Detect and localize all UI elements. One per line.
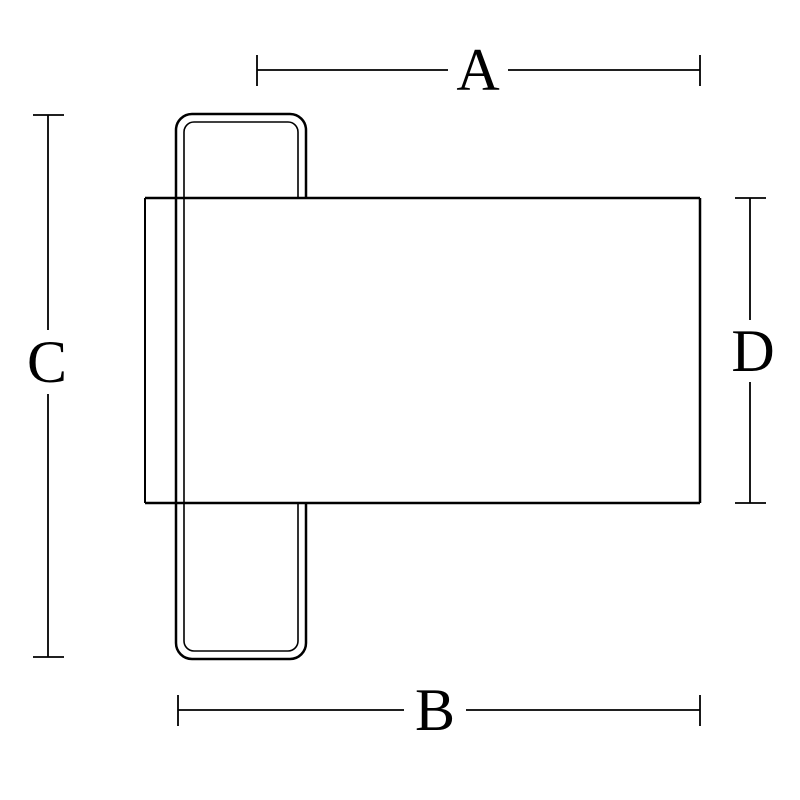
dimension-c-label-gap bbox=[39, 330, 57, 394]
body-face bbox=[256, 199, 700, 502]
dimension-b-label-gap bbox=[404, 701, 466, 719]
part-outline bbox=[144, 112, 702, 661]
dimension-a: A bbox=[256, 37, 701, 103]
dimension-b-label: B bbox=[415, 677, 455, 743]
dimension-d-label-gap bbox=[741, 320, 759, 382]
dimension-b: B bbox=[177, 677, 701, 743]
dimension-d-label: D bbox=[731, 318, 774, 384]
dimension-a-label: A bbox=[456, 37, 499, 103]
dimension-c: C bbox=[27, 114, 67, 658]
dimension-a-label-gap bbox=[448, 61, 508, 79]
dimension-c-label: C bbox=[27, 329, 67, 395]
dimension-d: D bbox=[731, 197, 775, 504]
